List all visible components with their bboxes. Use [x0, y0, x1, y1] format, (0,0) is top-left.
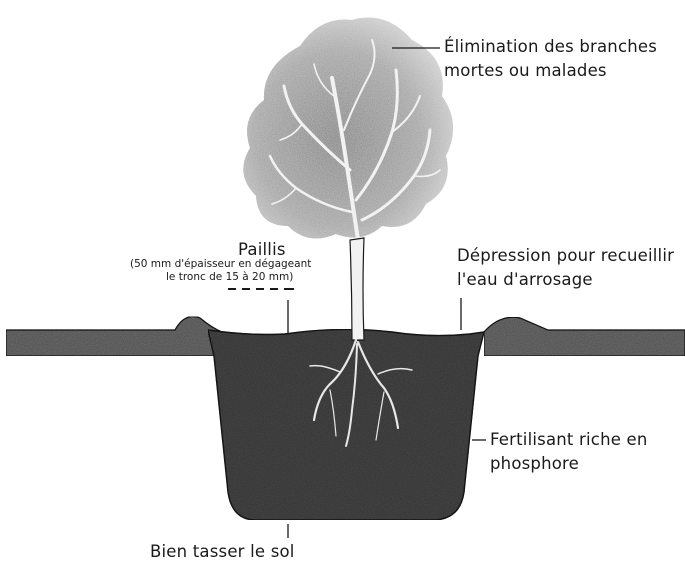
label-tamp-soil: Bien tasser le sol: [150, 542, 295, 563]
label-mulch-detail-line2: le tronc de 15 à 20 mm): [166, 271, 293, 285]
label-pruning-line2: mortes ou malades: [444, 61, 607, 82]
label-depression-line1: Dépression pour recueillir: [457, 246, 674, 267]
label-fertilizer-line1: Fertilisant riche en: [490, 430, 648, 451]
label-mulch-detail-line1: (50 mm d'épaisseur en dégageant: [130, 258, 311, 272]
tree-trunk: [350, 238, 364, 340]
planting-pit: [208, 329, 484, 520]
ground-right: [484, 317, 685, 356]
ground-left: [6, 317, 222, 357]
label-pruning-line1: Élimination des branches: [444, 37, 657, 58]
tree-canopy: [243, 18, 453, 239]
label-depression-line2: l'eau d'arrosage: [457, 270, 593, 291]
label-fertilizer-line2: phosphore: [490, 454, 579, 475]
